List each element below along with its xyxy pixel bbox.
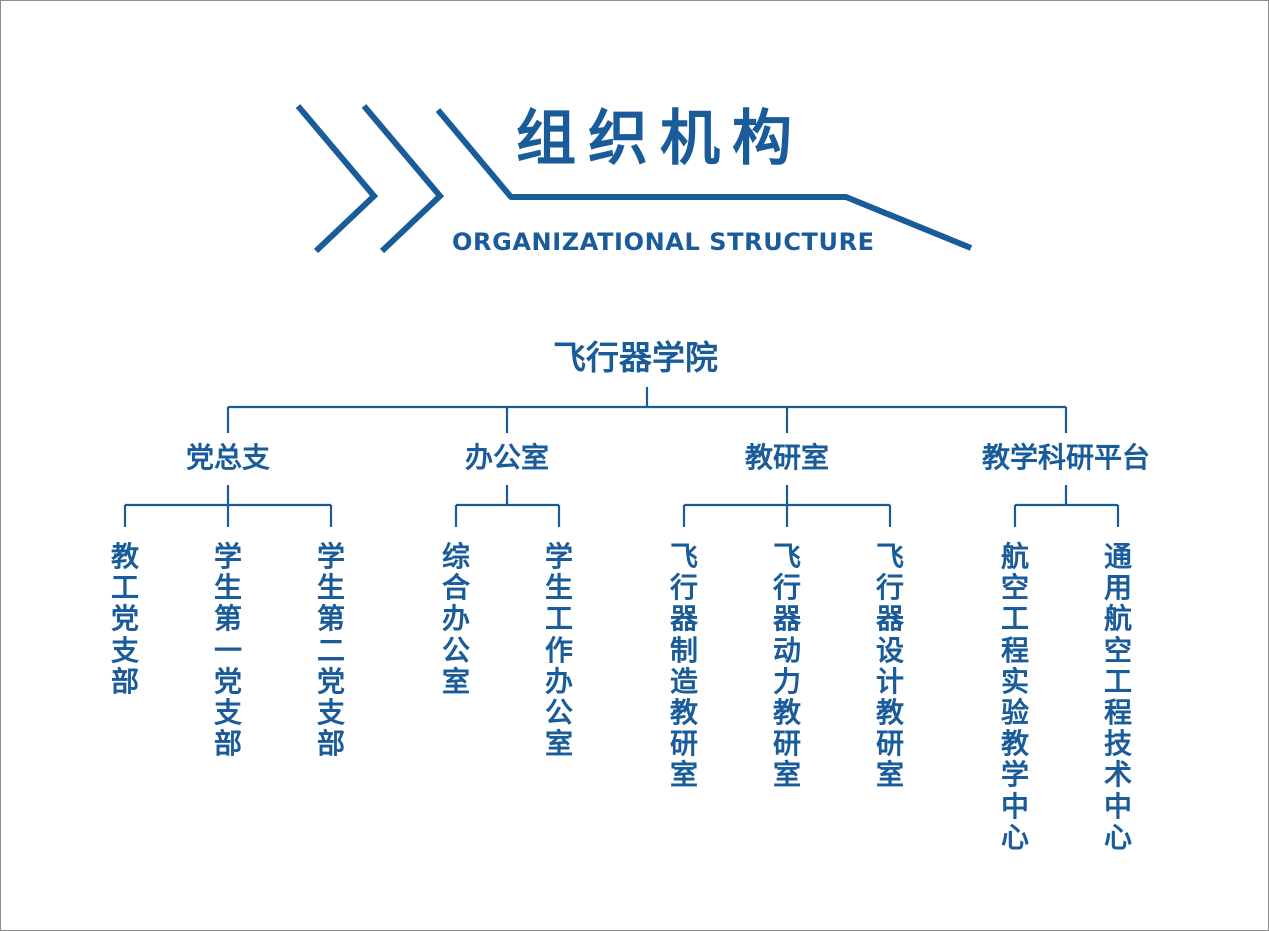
page-title: 组织机构 — [516, 104, 804, 174]
page-subtitle: ORGANIZATIONAL STRUCTURE — [452, 228, 875, 256]
org-root-node: 飞行器学院 — [553, 338, 718, 377]
leaf-student-party-branch-1: 学生第一党支部 — [213, 540, 242, 761]
leaf-general-office: 综合办公室 — [441, 540, 470, 698]
leaf-experiment-center: 航空工程实验教学中心 — [1000, 540, 1029, 854]
leaf-design-section: 飞行器设计教研室 — [875, 540, 904, 792]
leaf-manufacturing-section: 飞行器制造教研室 — [669, 540, 698, 792]
department-party-branch: 党总支 — [185, 441, 271, 474]
department-office: 办公室 — [464, 441, 550, 474]
leaf-student-affairs-office: 学生工作办公室 — [544, 540, 573, 761]
chevron-one — [295, 104, 379, 254]
department-research-platform: 教学科研平台 — [981, 441, 1151, 474]
department-teaching-research: 教研室 — [744, 441, 830, 474]
leaf-student-party-branch-2: 学生第二党支部 — [316, 540, 345, 761]
header-underline — [435, 108, 973, 251]
leaf-staff-party-branch: 教工党支部 — [110, 540, 139, 698]
leaf-propulsion-section: 飞行器动力教研室 — [772, 540, 801, 792]
chevron-two — [361, 104, 445, 254]
leaf-technology-center: 通用航空工程技术中心 — [1103, 540, 1132, 854]
